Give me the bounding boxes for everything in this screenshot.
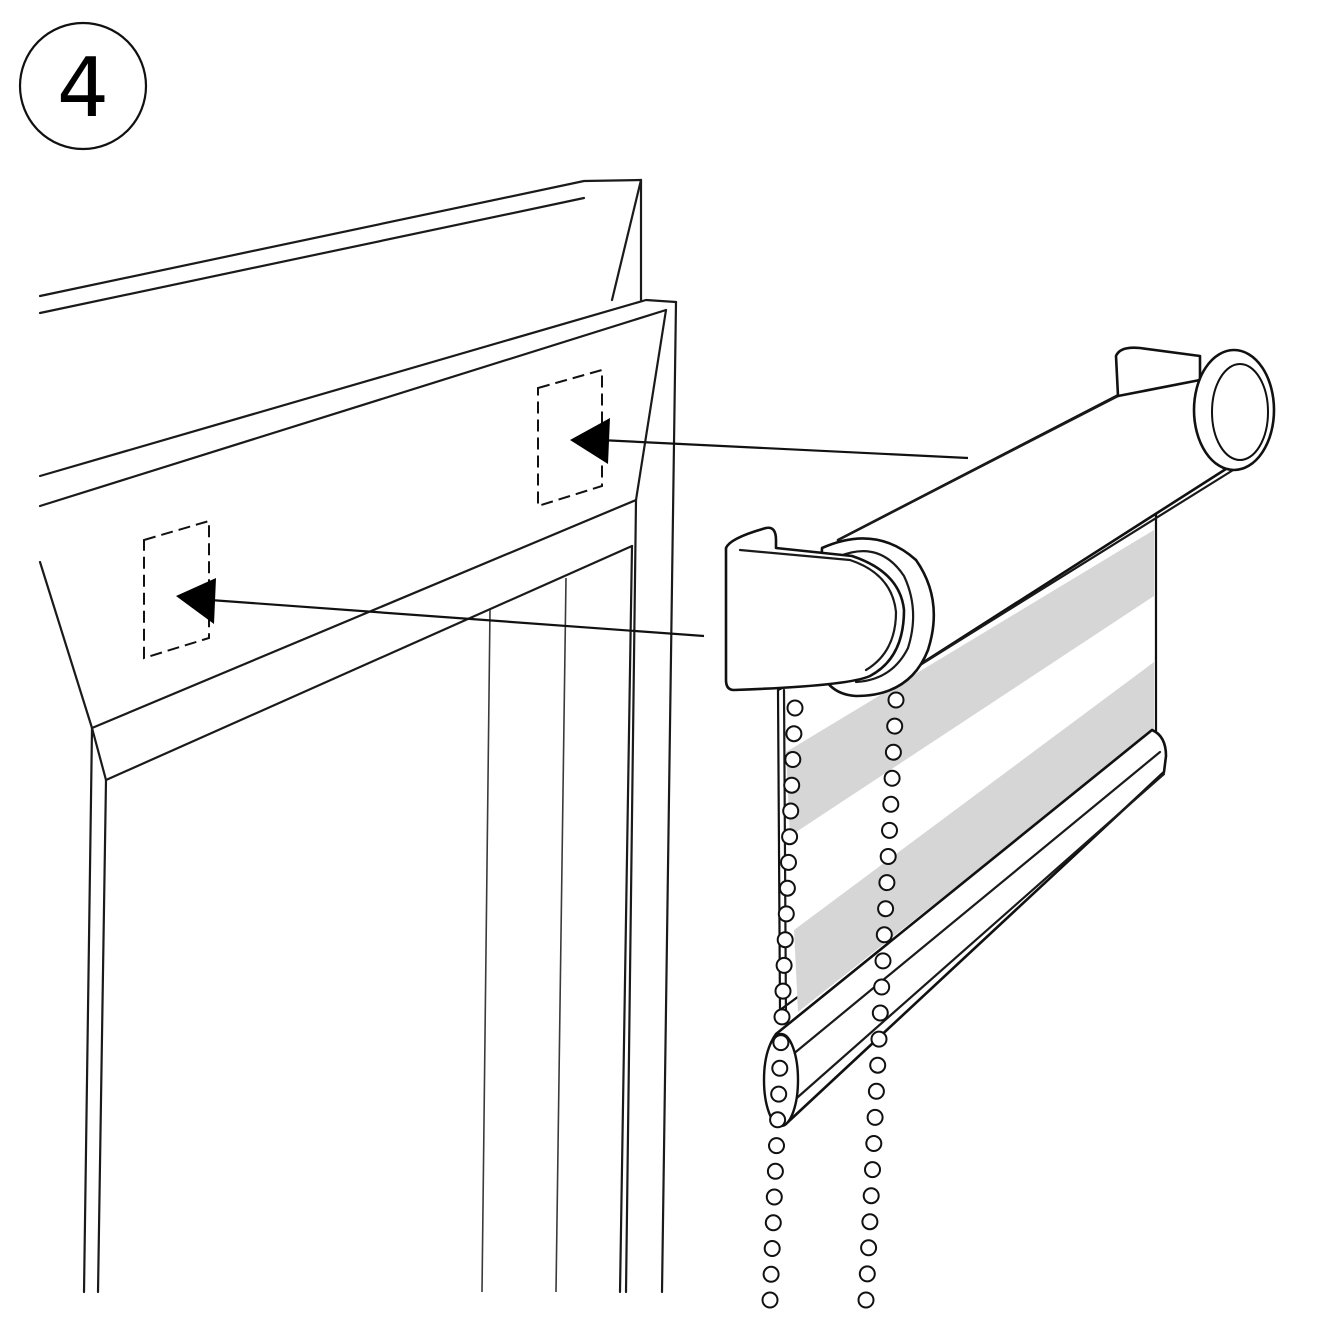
step-badge: 4 [18,21,148,151]
arrow-left-bracket [176,578,705,638]
chain-bead [781,828,799,846]
right-end-cap-outer [1192,348,1276,472]
arrow-line-upper [599,438,969,460]
frame-head-corner [90,726,108,782]
mount-position-left [143,519,210,660]
chain-bead [879,848,897,865]
frame-head-inner-edge [38,308,668,508]
frame-post-inner-2 [555,577,567,1293]
left-end-cap-inner [838,550,915,684]
chain-bead [884,743,902,761]
chain-bead [858,1265,876,1283]
arrow-right-bracket [570,418,969,464]
chain-bead [857,1291,875,1309]
chain-bead [775,956,793,974]
chain-bead [882,795,900,813]
chain-bead [773,1008,791,1026]
chain-bead [883,769,901,787]
frame-upper-bevel [610,178,643,302]
chain-bead [772,1034,790,1052]
mount-position-right [537,368,603,508]
frame-post-outer [660,300,678,1294]
roller-blind [724,346,1276,1309]
roller-tube-bottom-edge [878,460,1248,692]
chain-bead [870,1030,888,1048]
ball-chain-left [761,699,804,1309]
frame-left-post-b [96,778,108,1294]
mount-dashed-outline-right [537,368,603,508]
chain-bead [861,1213,879,1231]
chain-bead [864,1161,881,1179]
chain-bead [768,1137,785,1155]
chain-bead [871,1004,889,1022]
right-bracket-clip [1114,346,1202,398]
frame-post-inner [618,544,634,1294]
frame-upper-bottom-edge [38,196,586,315]
arrow-line-lower [209,598,705,638]
window-frame [38,178,678,1294]
left-bracket [724,526,936,698]
chain-bead [784,751,802,768]
chain-bead [886,717,904,735]
frame-head-top-edge [38,298,678,478]
frame-post-mid [634,308,668,502]
step-number: 4 [57,41,109,136]
chain-bead [782,802,800,820]
chain-bead [780,853,797,871]
chain-bead [887,691,905,709]
chain-bead [777,905,795,923]
chain-bead [776,931,794,949]
fabric-stripe-2 [794,662,1154,1012]
left-bracket-clip-edge [738,548,898,672]
chain-bead [771,1059,789,1077]
chain-bead [763,1240,781,1257]
right-bracket [1114,346,1276,472]
frame-head-lower-edge [104,544,634,782]
chain-bead [862,1187,880,1205]
bottom-rail-groove-1 [784,750,1162,1062]
chain-bead [874,952,892,970]
chain-bead [764,1214,782,1232]
frame-post-inner-3 [481,609,491,1293]
frame-head-bottom-edge [38,498,638,730]
chain-bead [860,1239,878,1257]
fabric-stripe-1 [786,530,1154,836]
chain-bead [761,1291,779,1309]
ball-chain-right [857,691,905,1309]
step-badge-circle [18,21,148,151]
arrow-head-upper [570,418,610,464]
chain-bead [786,699,804,717]
chain-bead [878,874,896,892]
chain-bead [867,1082,885,1100]
chain-bead [873,978,891,996]
chain-bead [866,1108,884,1126]
chain-bead [778,879,796,897]
mount-dashed-outline-left [143,519,210,660]
bottom-rail-groove-2 [788,772,1166,1106]
frame-left-post-a [82,726,94,1294]
chain-bead [877,900,895,918]
chain-bead [769,1111,787,1129]
chain-bead [770,1085,788,1103]
chain-bead [766,1162,784,1180]
chain-bead [865,1135,883,1152]
chain-bead [785,725,803,743]
chain-bead [762,1265,780,1283]
chain-bead [783,776,801,794]
left-bracket-clip [724,526,906,692]
chain-bead [881,821,898,839]
chain-bead [765,1188,783,1206]
chain-bead [875,926,893,944]
frame-upper-top-edge [38,178,643,298]
right-end-cap-inner [1211,363,1269,461]
chain-bead [774,982,792,1000]
arrow-head-lower [176,578,216,624]
chain-bead [869,1056,887,1074]
